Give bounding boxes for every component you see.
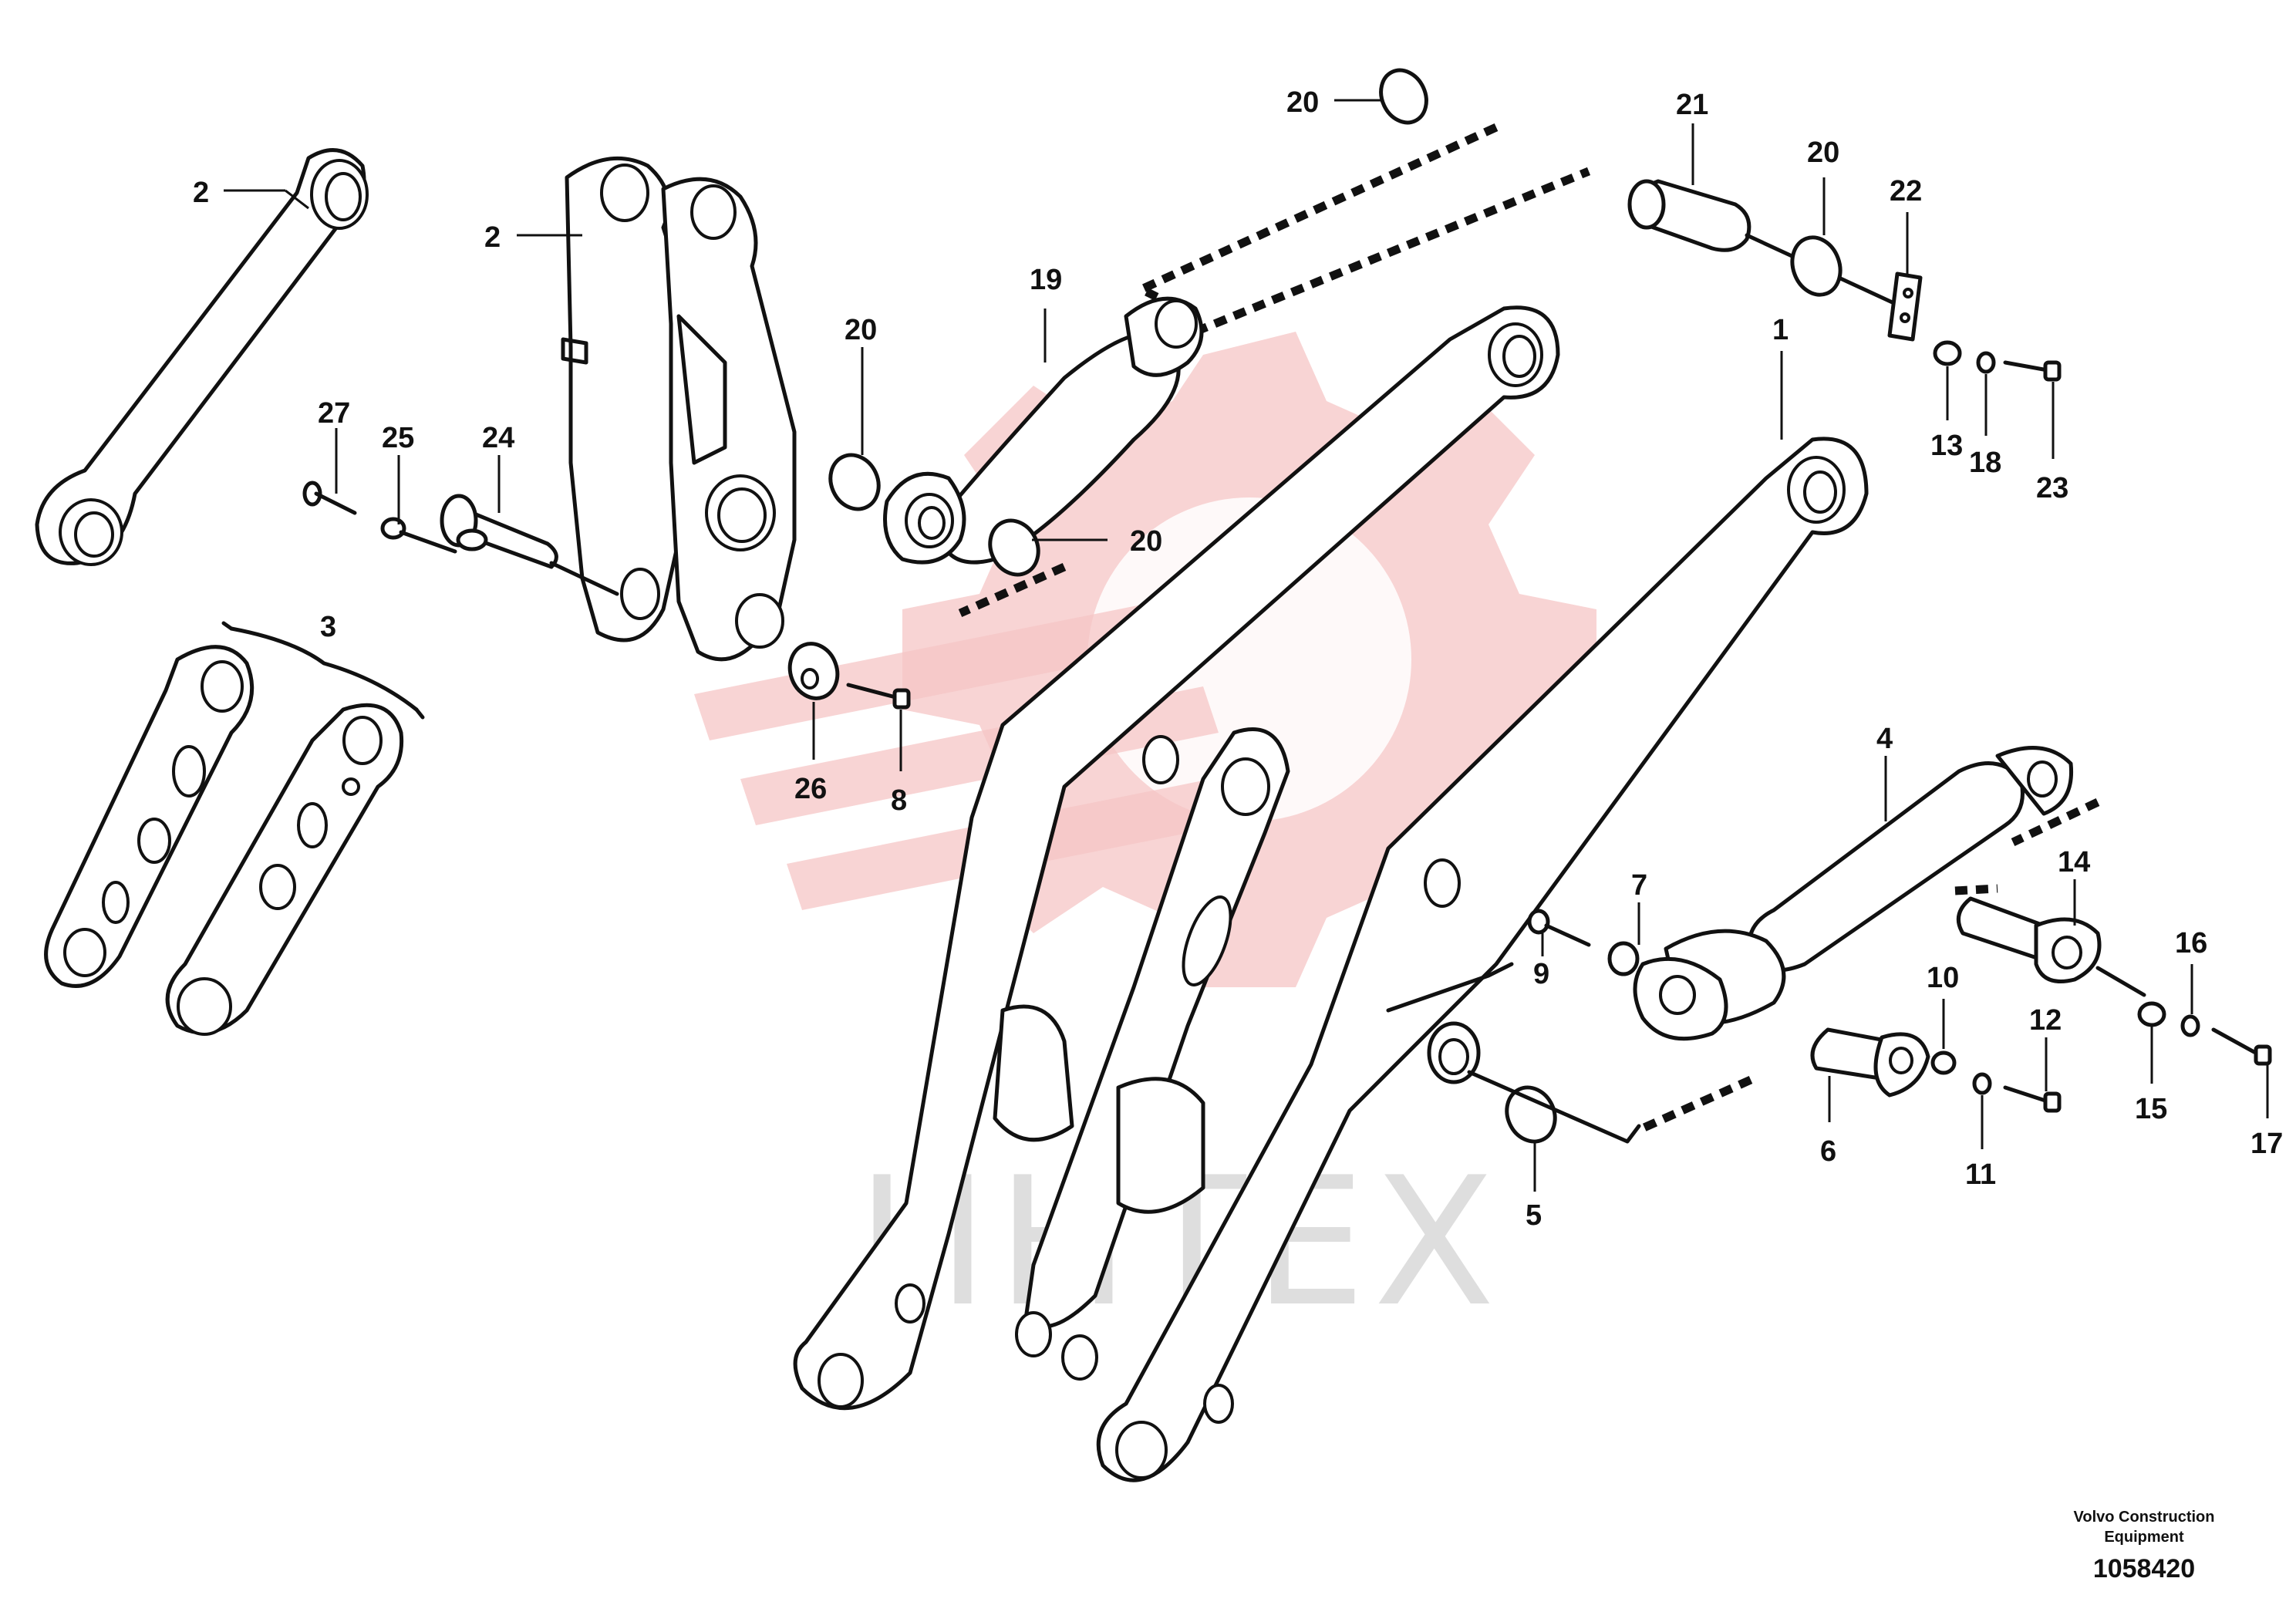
callout-18: 18: [1969, 447, 2001, 479]
ring-part-20-left: [828, 453, 881, 511]
bellcrank-part-2: [561, 156, 797, 662]
callout-15: 15: [2135, 1093, 2167, 1125]
bolt-part-27: [302, 481, 357, 515]
callout-22: 22: [1890, 175, 1922, 207]
cylinder-part-4: [1633, 746, 2074, 1041]
callout-26: 26: [794, 773, 827, 805]
callout-19: 19: [1030, 264, 1062, 296]
bushing-part-5-area: [1386, 962, 1641, 1144]
callout-20-lower: 20: [1130, 525, 1162, 558]
callout-14: 14: [2058, 846, 2090, 878]
callout-1: 1: [1772, 314, 1789, 346]
dashed-centerlines: [958, 123, 2100, 1135]
footer-drawing-number: 1058420: [2093, 1554, 2195, 1583]
pin-part-14: [1956, 896, 2146, 997]
callout-21: 21: [1676, 89, 1708, 121]
callout-7: 7: [1631, 869, 1647, 902]
callout-12: 12: [2029, 1004, 2062, 1037]
ring-part-20-lower: [988, 518, 1040, 577]
callout-11: 11: [1965, 1158, 1996, 1191]
bolt-part-8: [846, 683, 911, 710]
callout-25: 25: [382, 422, 414, 454]
callout-23: 23: [2036, 472, 2068, 504]
pin-part-24: [440, 494, 619, 596]
callout-8: 8: [891, 784, 907, 817]
callout-6: 6: [1820, 1135, 1836, 1168]
bolt-part-23: [2003, 360, 2062, 382]
callout-16: 16: [2175, 927, 2207, 959]
link-rod-part-2: [35, 148, 369, 566]
callout-17: 17: [2250, 1128, 2283, 1160]
callout-4: 4: [1876, 723, 1893, 755]
callout-20-left: 20: [845, 314, 877, 346]
callout-labels: 2 2 3 27 25 24 20 19 20 20 21 20 22 13 1…: [193, 86, 2283, 1232]
footer-company-line1: Volvo Construction: [2074, 1509, 2215, 1526]
callout-2-link: 2: [193, 177, 209, 209]
cylinder-part-19: [883, 296, 1204, 565]
leader-lines: [224, 99, 2269, 1192]
callout-20-right: 20: [1807, 137, 1839, 169]
drawing-footer: Volvo Construction Equipment 1058420: [2074, 1509, 2215, 1583]
washer-part-11: [1972, 1072, 1992, 1095]
spacer-part-10: [1930, 1050, 1957, 1075]
callout-9: 9: [1533, 958, 1549, 990]
pin-part-21: [1627, 179, 1900, 307]
bolt-part-17: [2211, 1027, 2272, 1066]
callout-3: 3: [320, 611, 336, 643]
callout-20-top: 20: [1286, 86, 1319, 119]
footer-company-line2: Equipment: [2104, 1529, 2184, 1546]
ring-part-20-top: [1379, 68, 1428, 125]
boom-part-1: [793, 305, 1869, 1482]
spacer-part-15: [2137, 1001, 2166, 1027]
callout-10: 10: [1927, 962, 1959, 994]
washer-part-26: [787, 642, 840, 700]
plate-pair-part-3: [44, 621, 425, 1036]
washer-part-16: [2180, 1014, 2200, 1037]
callout-27: 27: [318, 397, 350, 430]
callout-24: 24: [482, 422, 514, 454]
lock-plate-part-22: [1887, 271, 1923, 342]
washer-part-7: [1607, 941, 1640, 976]
callout-13: 13: [1930, 430, 1963, 462]
spacer-part-13: [1933, 340, 1962, 366]
bolt-part-9: [1527, 909, 1591, 947]
pin-part-6: [1810, 1027, 1930, 1098]
callout-5: 5: [1526, 1199, 1542, 1232]
ring-part-20-right: [1790, 235, 1843, 297]
washer-part-18: [1976, 351, 1996, 374]
bolt-part-12: [2003, 1085, 2062, 1113]
ring-part-5: [1505, 1085, 1557, 1144]
callout-2-bellcrank: 2: [484, 221, 501, 254]
